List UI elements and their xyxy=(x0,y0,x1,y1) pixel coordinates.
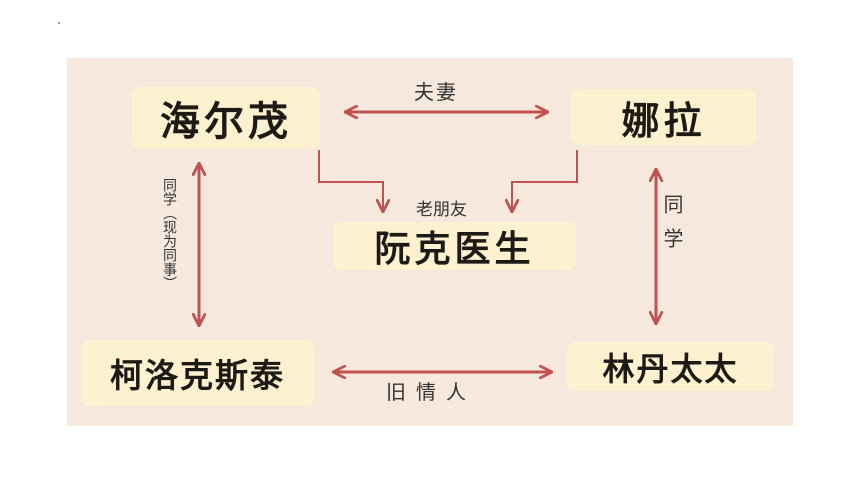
label-jiuqingren: 旧情人 xyxy=(386,380,476,404)
label-tongxue-xianwei: 同学（现为同事） xyxy=(161,178,177,290)
node-haier-mao: 海尔茂 xyxy=(132,87,320,149)
node-ruanke: 阮克医生 xyxy=(333,222,576,270)
arrow-haier-to-ruanke xyxy=(318,150,383,212)
node-keluokesitai: 柯洛克斯泰 xyxy=(81,340,314,406)
label-laopengyou: 老朋友 xyxy=(416,200,467,220)
node-linden: 林丹太太 xyxy=(567,342,774,391)
label-fuqi: 夫妻 xyxy=(414,80,458,104)
arrow-nala-to-ruanke xyxy=(512,150,578,212)
node-nala: 娜拉 xyxy=(571,89,756,145)
stray-dot xyxy=(58,22,60,24)
label-tongxue: 同学 xyxy=(660,194,684,262)
